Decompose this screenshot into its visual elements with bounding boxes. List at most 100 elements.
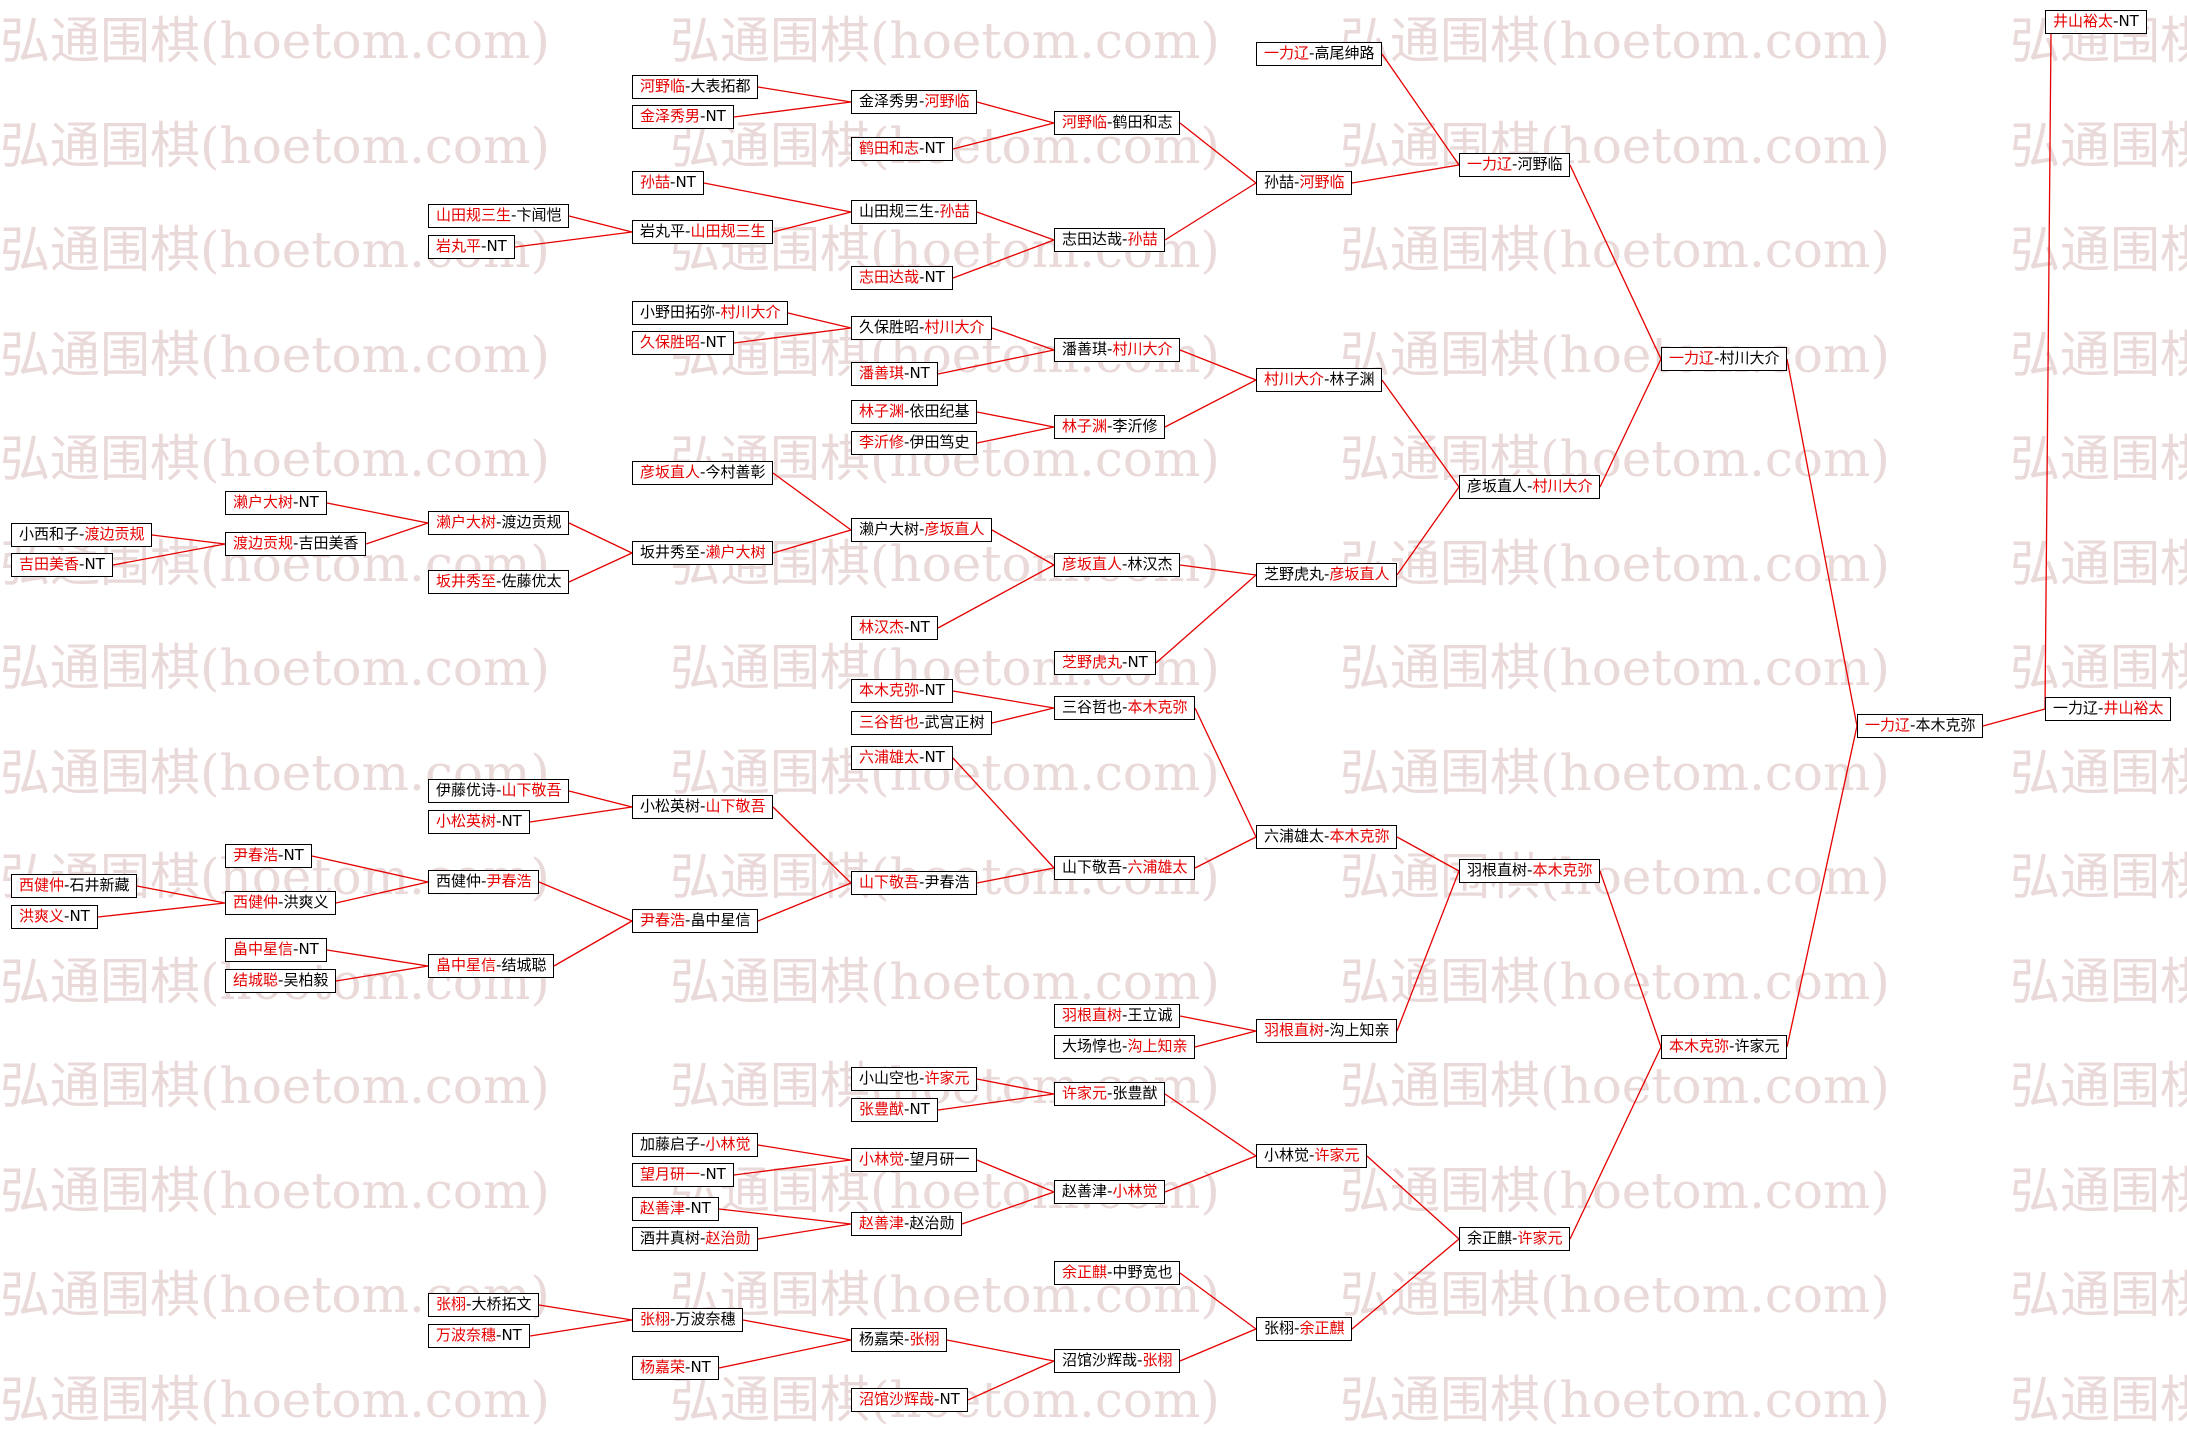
match-box: 尹春浩-NT: [225, 844, 312, 868]
player-name-left: 加藤启子: [640, 1135, 701, 1153]
player-name-right: 卞闻恺: [516, 206, 562, 224]
player-name-left: 羽根直树: [1467, 861, 1528, 879]
separator: -: [904, 402, 910, 420]
separator: -: [293, 534, 299, 552]
bracket-line: [568, 790, 633, 808]
separator: -: [919, 92, 925, 110]
player-name-right: 畠中星信: [690, 911, 751, 929]
player-name-left: 小林觉: [1264, 1146, 1310, 1164]
player-name-right: 彦坂直人: [924, 520, 985, 538]
watermark-text: 弘通围棋(hoetom.com): [1340, 430, 1890, 488]
watermark-text: 弘通围棋(hoetom.com): [2010, 639, 2187, 697]
player-name-left: 畠中星信: [233, 940, 294, 958]
match-box: 许家元-张豊猷: [1054, 1082, 1166, 1106]
player-name-left: 杨嘉荣: [859, 1330, 905, 1348]
player-name-left: 畠中星信: [436, 956, 497, 974]
watermark-text: 弘通围棋(hoetom.com): [1340, 1370, 1890, 1429]
bracket-line: [976, 211, 1055, 241]
match-box: 赵善津-赵治勋: [851, 1212, 963, 1236]
player-name-left: 渡边贡规: [233, 534, 294, 552]
separator: -: [1324, 1021, 1330, 1039]
separator: -: [2113, 12, 2119, 30]
match-box: 金泽秀男-河野临: [851, 90, 978, 114]
match-box: 望月研一-NT: [632, 1163, 734, 1187]
player-name-left: 李沂修: [859, 433, 905, 451]
bracket-line: [1569, 1046, 1662, 1240]
separator: -: [934, 1390, 940, 1408]
bracket-line: [718, 1339, 852, 1369]
player-name-left: 濑户大树: [436, 513, 497, 531]
separator: -: [700, 333, 706, 351]
watermark-text: 弘通围棋(hoetom.com): [2010, 1266, 2187, 1324]
match-box: 坂井秀至-濑户大树: [632, 541, 774, 565]
player-name-right: NT: [298, 493, 319, 511]
watermark-text: 弘通围棋(hoetom.com): [1340, 848, 1890, 906]
match-box: 一力辽-村川大介: [1661, 347, 1788, 371]
match-box: 余正麒-许家元: [1459, 1227, 1571, 1251]
separator: -: [278, 893, 284, 911]
player-name-right: 张豊猷: [1112, 1084, 1158, 1102]
player-name-left: 芝野虎丸: [1062, 653, 1123, 671]
player-name-left: 金泽秀男: [640, 107, 701, 125]
bracket-line: [568, 522, 633, 554]
separator: -: [1107, 1182, 1113, 1200]
bracket-line: [937, 564, 1055, 629]
match-box: 西健仲-石井新藏: [11, 874, 138, 898]
bracket-line: [952, 122, 1055, 150]
watermark-text: 弘通围棋(hoetom.com): [2010, 430, 2187, 488]
player-name-right: 孙喆: [1127, 230, 1158, 248]
match-box: 小林觉-许家元: [1256, 1144, 1368, 1168]
match-box: 张栩-大桥拓文: [428, 1293, 540, 1317]
separator: -: [1122, 1037, 1128, 1055]
bracket-line: [1786, 725, 1858, 1048]
separator: -: [293, 493, 299, 511]
separator: -: [685, 222, 691, 240]
separator: -: [904, 1100, 910, 1118]
player-name-left: 结城聪: [233, 971, 279, 989]
separator: -: [496, 812, 502, 830]
player-name-left: 伊藤优诗: [436, 781, 497, 799]
player-name-left: 志田达哉: [859, 268, 920, 286]
match-box: 彦坂直人-今村善彰: [632, 461, 774, 485]
player-name-right: 许家元: [924, 1069, 970, 1087]
player-name-right: 小林觉: [1112, 1182, 1158, 1200]
separator: -: [670, 173, 676, 191]
bracket-line: [733, 1159, 852, 1176]
player-name-right: 井山裕太: [2103, 699, 2164, 717]
bracket-line: [151, 534, 226, 545]
separator: -: [904, 433, 910, 451]
player-name-left: 望月研一: [640, 1165, 701, 1183]
separator: -: [1294, 1319, 1300, 1337]
player-name-right: 林汉杰: [1127, 555, 1173, 573]
watermark-text: 弘通围棋(hoetom.com): [2010, 325, 2187, 384]
bracket-line: [1164, 1093, 1257, 1157]
player-name-left: 小西和子: [19, 525, 80, 543]
player-name-left: 六浦雄太: [1264, 827, 1325, 845]
watermark-text: 弘通围棋(hoetom.com): [0, 1057, 550, 1115]
watermark-text: 弘通围棋(hoetom.com): [2010, 1161, 2187, 1220]
player-name-left: 酒井真树: [640, 1229, 701, 1247]
separator: -: [64, 876, 70, 894]
match-box: 小松英树-山下敬吾: [632, 795, 774, 819]
bracket-line: [1599, 358, 1662, 488]
player-name-right: NT: [501, 1326, 522, 1344]
player-name-left: 小野田拓弥: [640, 303, 716, 321]
watermark-text: 弘通围棋(hoetom.com): [1340, 1057, 1890, 1115]
bracket-line: [1396, 836, 1460, 872]
player-name-left: 岩丸平: [436, 237, 482, 255]
match-box: 沼馆沙辉哉-张栩: [1054, 1349, 1181, 1373]
player-name-right: NT: [283, 846, 304, 864]
player-name-right: 山田规三生: [690, 222, 766, 240]
player-name-right: 本木克弥: [1329, 827, 1390, 845]
match-box: 久保胜昭-NT: [632, 331, 734, 355]
separator: -: [1729, 1037, 1735, 1055]
player-name-left: 西健仲: [436, 872, 482, 890]
bracket-line: [1179, 1272, 1257, 1330]
separator: -: [700, 463, 706, 481]
separator: -: [1294, 173, 1300, 191]
player-name-right: 山下敬吾: [705, 797, 766, 815]
separator: -: [466, 1295, 472, 1313]
player-name-left: 余正麒: [1062, 1263, 1108, 1281]
player-name-left: 西健仲: [233, 893, 279, 911]
